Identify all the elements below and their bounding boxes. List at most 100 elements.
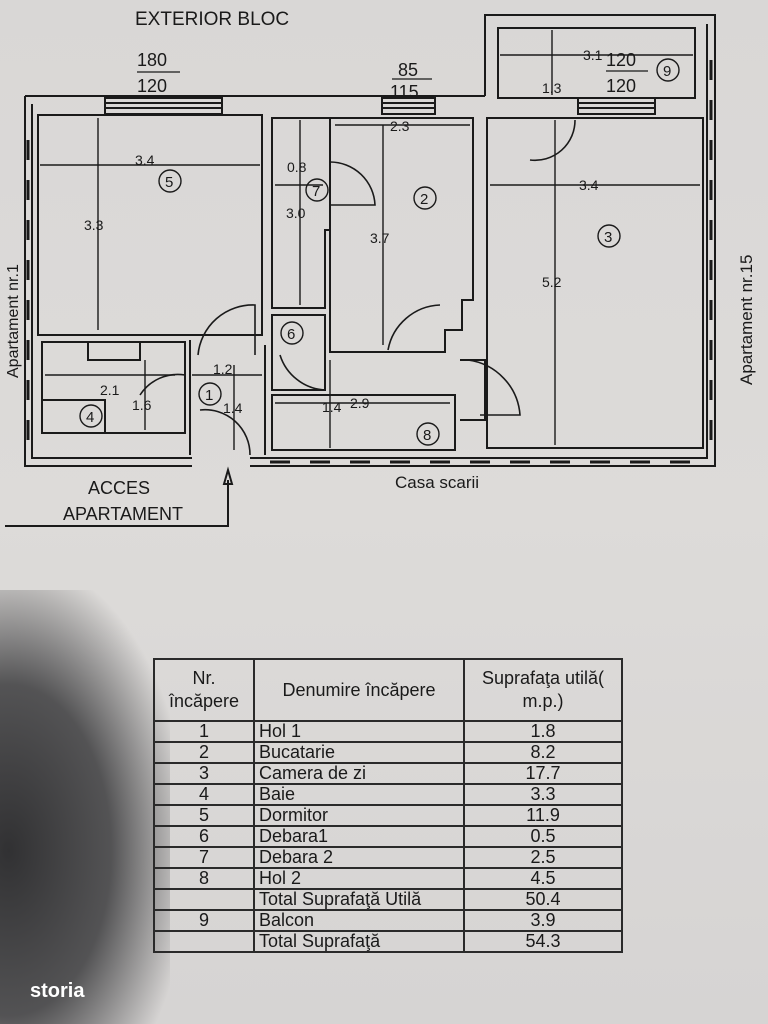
- dim-r9-h: 1.3: [542, 80, 562, 96]
- window-3-top: 120: [606, 50, 636, 70]
- dim-r2-w: 2.3: [390, 118, 410, 134]
- dim-r8-w: 2.9: [350, 395, 370, 411]
- header-area: Suprafaţa utilă( m.p.): [463, 658, 623, 722]
- row-name: Total Suprafaţă Utilă: [253, 888, 465, 911]
- window-2: [381, 97, 436, 115]
- outer-walls: [24, 14, 716, 467]
- exterior-label: EXTERIOR BLOC: [135, 9, 289, 30]
- room-4-outline: [41, 341, 186, 434]
- room-number-1: 1: [205, 387, 213, 404]
- row-nr: 1: [153, 720, 255, 743]
- room-number-6: 6: [287, 326, 295, 343]
- room-number-4: 4: [86, 409, 94, 426]
- row-nr: 2: [153, 741, 255, 764]
- row-nr: 9: [153, 909, 255, 932]
- row-nr: 8: [153, 867, 255, 890]
- window-1-bottom: 120: [137, 76, 167, 96]
- room-3-outline: [486, 117, 704, 449]
- dim-r2-h: 3.7: [370, 230, 390, 246]
- dim-r8-h: 1.4: [322, 399, 342, 415]
- row-name: Hol 2: [253, 867, 465, 890]
- row-area: 3.9: [463, 909, 623, 932]
- row-nr: 3: [153, 762, 255, 785]
- room-number-3: 3: [604, 229, 612, 246]
- access-label-2: APARTAMENT: [63, 504, 183, 524]
- window-2-top: 85: [398, 60, 418, 80]
- row-area: 50.4: [463, 888, 623, 911]
- room-number-9: 9: [663, 63, 671, 80]
- dim-r7-h: 3.0: [286, 205, 306, 221]
- window-3: [577, 97, 656, 115]
- row-name: Hol 1: [253, 720, 465, 743]
- row-name: Debara1: [253, 825, 465, 848]
- dim-r5-h: 3.3: [84, 217, 104, 233]
- row-area: 1.8: [463, 720, 623, 743]
- room-2-outline: [329, 117, 474, 353]
- room-number-2: 2: [420, 191, 428, 208]
- dim-r7-w: 0.8: [287, 159, 307, 175]
- row-nr: 5: [153, 804, 255, 827]
- dim-r4-h: 1.6: [132, 397, 152, 413]
- header-name: Denumire încăpere: [253, 658, 465, 722]
- row-area: 0.5: [463, 825, 623, 848]
- access-arrow-icon: [5, 466, 234, 527]
- room-area-table: Nr. încăpere Denumire încăpere Suprafaţa…: [153, 658, 623, 953]
- left-neighbor-label: Apartament nr.1: [5, 264, 22, 378]
- window-1-top: 180: [137, 50, 167, 70]
- row-name: Total Suprafaţă: [253, 930, 465, 953]
- dim-r3-w: 3.4: [579, 177, 599, 193]
- dim-r3-h: 5.2: [542, 274, 562, 290]
- room-8-outline: [271, 394, 456, 451]
- row-area: 17.7: [463, 762, 623, 785]
- dim-r4-w: 2.1: [100, 382, 120, 398]
- room-markers: 1 2 3 4 5 6 7 8 9: [79, 58, 680, 446]
- row-name: Balcon: [253, 909, 465, 932]
- dimension-lines: [40, 30, 700, 450]
- room-number-8: 8: [423, 427, 431, 444]
- stair-label: Casa scarii: [395, 473, 479, 492]
- row-area: 2.5: [463, 846, 623, 869]
- row-name: Dormitor: [253, 804, 465, 827]
- row-area: 11.9: [463, 804, 623, 827]
- row-nr: [153, 930, 255, 953]
- row-name: Bucatarie: [253, 741, 465, 764]
- right-neighbor-label: Apartament nr.15: [737, 255, 756, 385]
- row-area: 4.5: [463, 867, 623, 890]
- row-nr: 6: [153, 825, 255, 848]
- row-name: Camera de zi: [253, 762, 465, 785]
- row-area: 3.3: [463, 783, 623, 806]
- window-1: [104, 97, 223, 115]
- row-area: 8.2: [463, 741, 623, 764]
- row-area: 54.3: [463, 930, 623, 953]
- row-name: Baie: [253, 783, 465, 806]
- row-nr: 4: [153, 783, 255, 806]
- dim-r9-w: 3.1: [583, 47, 603, 63]
- room-6-outline: [271, 314, 326, 391]
- storia-logo: storia: [30, 980, 85, 1002]
- row-name: Debara 2: [253, 846, 465, 869]
- room-5-outline: [37, 114, 263, 336]
- row-nr: [153, 888, 255, 911]
- door-swings: [139, 119, 576, 456]
- table-header-row: Nr. încăpere Denumire încăpere Suprafaţa…: [153, 658, 623, 722]
- header-nr: Nr. încăpere: [153, 658, 255, 722]
- dim-r1-h: 1.4: [223, 400, 243, 416]
- room-number-5: 5: [165, 174, 173, 191]
- row-nr: 7: [153, 846, 255, 869]
- access-label-1: ACCES: [88, 478, 150, 498]
- photo-shadow: [0, 590, 170, 1024]
- window-3-bottom: 120: [606, 76, 636, 96]
- dim-r5-w: 3.4: [135, 152, 155, 168]
- floor-plan: EXTERIOR BLOC 180 120 85 115 120 120 3.4…: [5, 9, 756, 527]
